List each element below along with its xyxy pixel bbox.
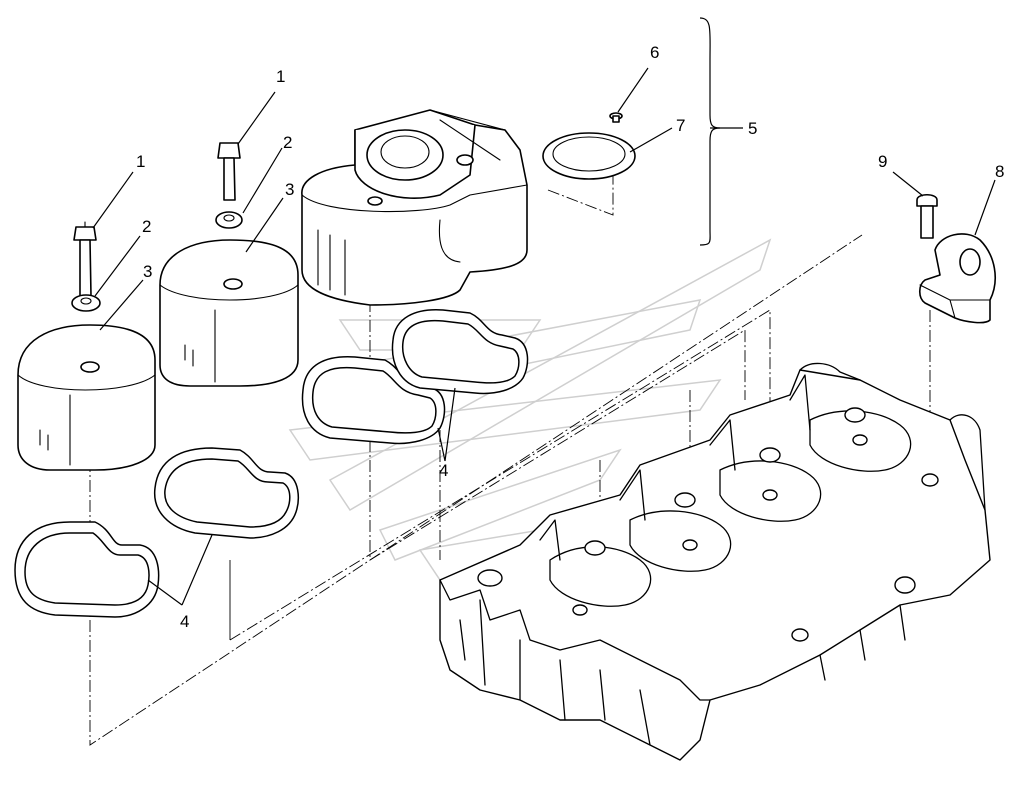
- callout-bracket-bolt: 9: [878, 152, 887, 171]
- callout-bolt-left: 1: [136, 152, 145, 171]
- cover-left: [17, 324, 156, 471]
- callout-gasket-left: 4: [180, 612, 189, 631]
- leader-lines: [92, 67, 996, 606]
- bracket-bolt: [916, 193, 938, 239]
- bolt-left: [73, 221, 97, 297]
- washer-mid: [215, 211, 243, 229]
- cylinder-head: [439, 362, 991, 761]
- assembly-bracket-brace: [699, 17, 721, 246]
- cover-right: [301, 109, 528, 306]
- callout-screw: 6: [650, 43, 659, 62]
- gaskets-right: [301, 309, 529, 445]
- callout-cover-mid: 3: [285, 180, 294, 199]
- callout-washer-left: 2: [142, 217, 151, 236]
- washer-left: [71, 294, 101, 312]
- callout-bolt-mid: 1: [276, 67, 285, 86]
- callout-breather-assembly: 5: [748, 119, 757, 138]
- screw: [609, 112, 623, 123]
- callout-gaskets-right: 4: [439, 461, 448, 480]
- o-ring: [542, 132, 636, 180]
- gasket-mid: [154, 447, 299, 539]
- gasket-left: [14, 521, 160, 618]
- cover-mid: [159, 239, 299, 387]
- callout-washer-mid: 2: [283, 133, 292, 152]
- callout-o-ring: 7: [676, 116, 685, 135]
- callout-bracket: 8: [995, 162, 1004, 181]
- callout-cover-left: 3: [143, 262, 152, 281]
- bolt-mid: [217, 142, 241, 201]
- engine-bracket: [918, 233, 996, 324]
